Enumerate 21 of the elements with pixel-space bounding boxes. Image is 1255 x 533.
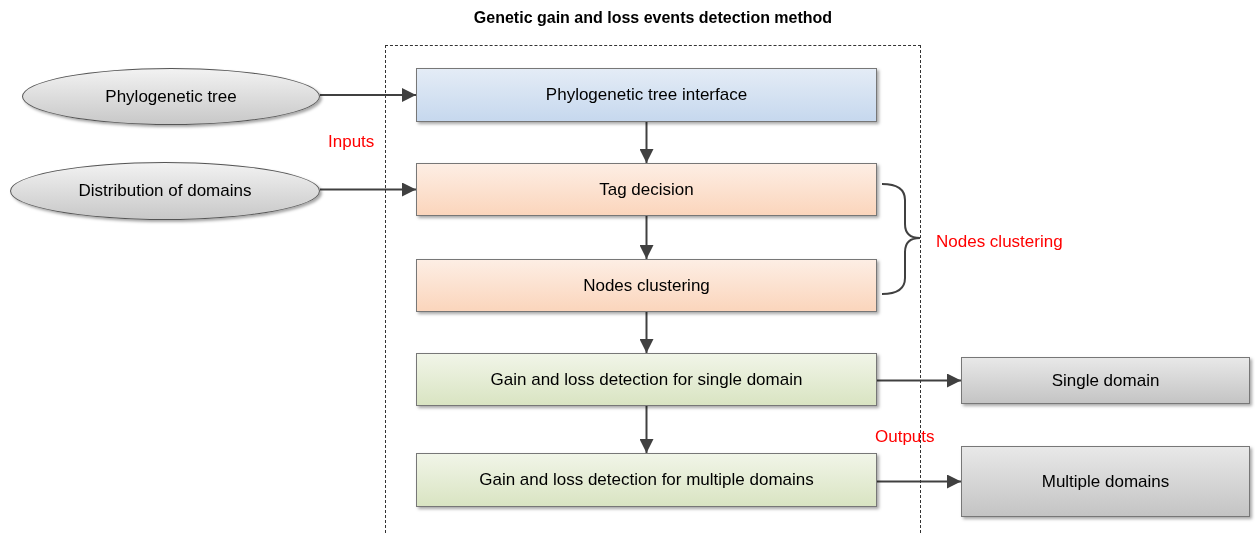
input-ellipse: Phylogenetic tree: [22, 68, 320, 125]
process-box: Gain and loss detection for multiple domains: [416, 453, 877, 507]
arrow: [639, 215, 654, 260]
arrow: [639, 311, 654, 354]
annotation-label: Outputs: [875, 426, 935, 448]
output-box: Single domain: [961, 357, 1250, 404]
arrow: [639, 405, 654, 454]
process-box: Phylogenetic tree interface: [416, 68, 877, 122]
arrow: [319, 182, 417, 197]
process-box: Nodes clustering: [416, 259, 877, 312]
arrow: [876, 373, 962, 388]
process-box: Tag decision: [416, 163, 877, 216]
process-box: Gain and loss detection for single domain: [416, 353, 877, 406]
annotation-label: Inputs: [328, 131, 375, 153]
input-ellipse: Distribution of domains: [10, 162, 320, 220]
frame-heading: Genetic gain and loss events detection method: [472, 8, 834, 28]
arrow: [876, 474, 962, 489]
arrow: [319, 88, 417, 102]
arrow: [639, 121, 654, 164]
annotation-label: Nodes clustering: [936, 231, 1063, 253]
output-box: Multiple domains: [961, 446, 1250, 517]
